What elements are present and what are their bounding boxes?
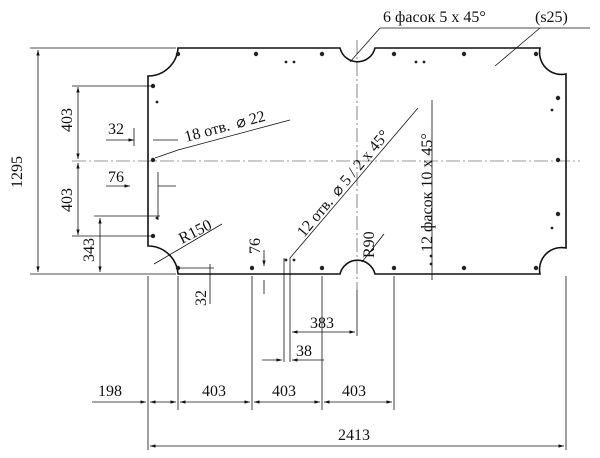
dim-403-top-text: 403 [59,108,76,132]
r150-label: R150 [153,217,223,265]
dim-32-bottom-text: 32 [193,290,210,306]
r150-text: R150 [176,217,215,248]
dim-38-text: 38 [296,343,312,360]
dim-403-mid-text: 403 [59,188,76,212]
r90-label: R90 [361,231,385,263]
holes-18-text: 18 отв. ⌀ 22 [183,108,268,146]
dim-403-b2-text: 403 [272,383,296,400]
left-dimensions: 1295 403 403 343 32 76 [9,47,178,275]
holes-12-text: 12 отв. ⌀ 5 / 2 х 45° [294,127,393,240]
dim-403-b1-text: 403 [202,383,226,400]
dim-76-left-text: 76 [108,169,124,186]
bottom-small-dimensions: 76 32 [177,238,266,410]
dim-76-bottom-text: 76 [247,238,264,254]
dim-198-text: 198 [98,383,122,400]
chamfers-top-s-text: (s25) [535,9,568,26]
chamfers-top-text: 6 фасок 5 х 45° [383,9,486,26]
dim-2413-text: 2413 [338,427,370,444]
bottom-chain-dimensions: 198 403 403 403 2413 [92,276,567,450]
chamfers-10-text: 12 фасок 10 х 45° [419,133,436,252]
r90-text: R90 [361,231,378,258]
dim-1295-text: 1295 [9,156,26,188]
top-chamfer-label: 6 фасок 5 х 45° (s25) [349,9,590,67]
dim-32-left-text: 32 [108,121,124,138]
dim-403-b3-text: 403 [342,383,366,400]
table-outline [147,47,567,275]
holes-18-label: 18 отв. ⌀ 22 [154,108,291,159]
holes [150,51,561,271]
dim-343-text: 343 [81,238,98,262]
chamfers-10-label: 12 фасок 10 х 45° [419,100,436,280]
holes-12-label: 12 отв. ⌀ 5 / 2 х 45° [289,107,419,259]
